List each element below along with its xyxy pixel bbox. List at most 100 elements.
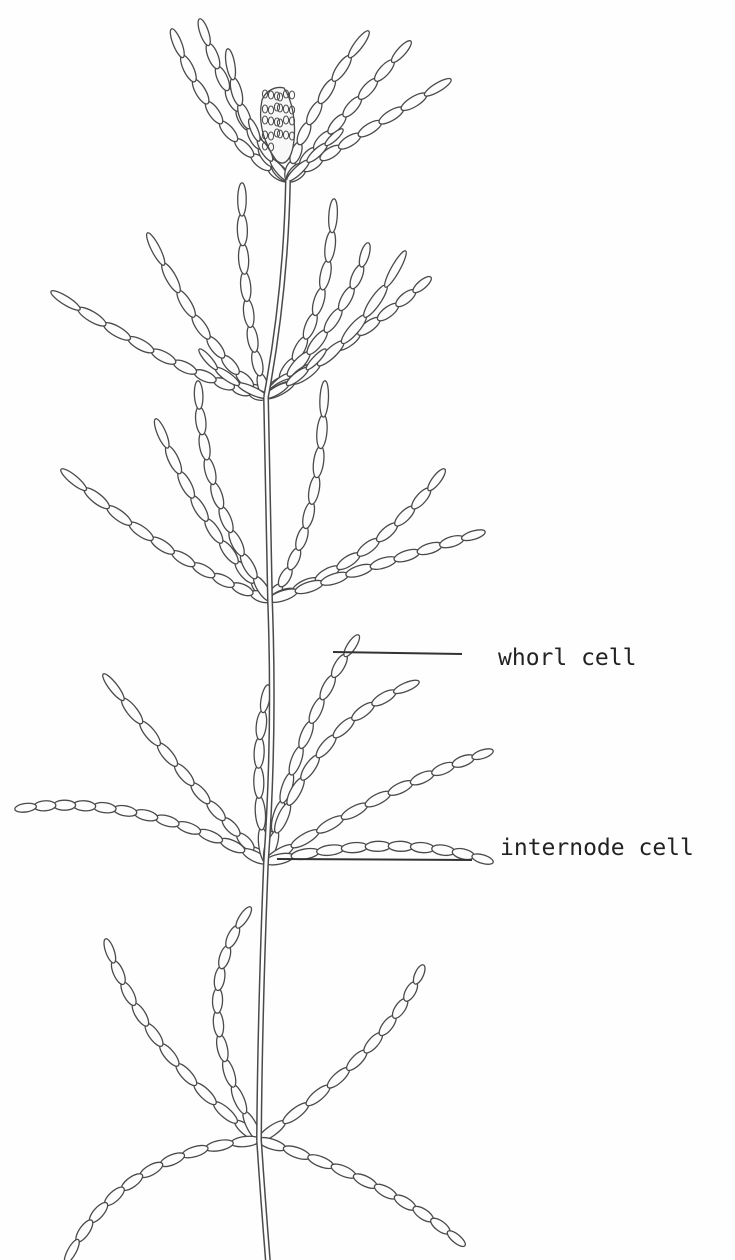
branchlet-cell (238, 183, 247, 216)
branchlet-cell (237, 214, 248, 246)
branchlet-cell (213, 966, 227, 992)
branchlet-cell (382, 249, 410, 289)
branchlet-cell (460, 528, 486, 543)
branchlet-cell (208, 481, 226, 511)
branchlet-cell (389, 38, 414, 65)
branchlet-cell (168, 27, 187, 59)
branchlet-cell (312, 446, 326, 479)
branchlet-cell (310, 286, 328, 317)
branchlet-cell (162, 444, 184, 476)
whorl-branchlet (267, 466, 448, 605)
branchlet-cell (328, 199, 339, 233)
whorl-branchlet (265, 381, 329, 604)
branchlet-cell (323, 230, 337, 263)
internode-2 (266, 397, 270, 600)
branchlet-cell (296, 719, 316, 750)
branchlet-cell (438, 533, 465, 550)
branchlet-cell (307, 474, 322, 505)
branchlet-cell (144, 231, 168, 267)
branchlet-cell (202, 456, 219, 485)
branchlet-cell (220, 1058, 239, 1089)
branchlet-cell (34, 800, 57, 811)
internode-5 (259, 1140, 268, 1260)
branchlet-cell (300, 501, 316, 530)
branchlet-cell (194, 406, 207, 435)
branchlet-cell (254, 796, 267, 831)
branchlet-cell (194, 381, 204, 410)
branchlet-cell (255, 710, 268, 741)
branchlet-cell (388, 841, 413, 852)
branchlet-cell (346, 29, 373, 61)
branchlet-cell (315, 414, 328, 449)
branchlet-cell (133, 808, 159, 823)
branchlet-cell (175, 819, 202, 837)
leader-lines (277, 652, 472, 860)
internode-4 (259, 862, 266, 1140)
whorl-branchlet (102, 937, 263, 1144)
branchlet-cell (14, 802, 37, 813)
whorl-branchlet (256, 1135, 467, 1249)
internode-cell-label: internode cell (500, 835, 694, 861)
whorl-branchlet (58, 466, 272, 605)
branchlet-cell (197, 431, 212, 460)
branchlet-cell (49, 288, 83, 313)
internode-3 (266, 600, 272, 862)
branchlet-cell (214, 1033, 230, 1062)
branchlet-cell (196, 17, 213, 46)
branchlet-cell (93, 801, 117, 814)
branchlet-cell (53, 800, 75, 810)
branchlet-cell (293, 525, 310, 552)
branchlet-cell (341, 842, 368, 854)
branchlet-cell (411, 274, 434, 295)
branchlet-cell (416, 540, 444, 557)
branchlet-cell (250, 349, 265, 377)
branchlet-cell (212, 1010, 225, 1037)
branchlet-cell (113, 804, 138, 818)
branchlet-cell (471, 852, 495, 867)
whorl-branchlet (100, 671, 270, 866)
branchlet-cell (471, 747, 495, 762)
branchlet-cell (102, 937, 118, 964)
whorl-branchlet (261, 678, 421, 865)
branchlet-cell (253, 737, 264, 768)
branchlet-cell (341, 633, 362, 659)
branchlet-cell (238, 243, 250, 274)
branchlet-cell (411, 963, 427, 986)
branchlet-cell (347, 263, 366, 291)
branchlet-cell (100, 671, 127, 702)
branchlet-cell (62, 1238, 82, 1260)
branchlet-cell (317, 259, 333, 291)
branchlet-cell (410, 842, 435, 854)
branchlet-cell (357, 242, 372, 268)
branchlet-cell (316, 843, 344, 856)
branchlet-cell (158, 261, 183, 295)
whorl-branchlet (62, 1135, 261, 1260)
branchlet-cell (205, 1138, 235, 1153)
branchlet-cell (242, 298, 256, 328)
branchlet-cell (203, 41, 222, 70)
branchlet-cell (369, 554, 398, 572)
branchlet-cell (178, 53, 200, 84)
branchlet-cell (393, 547, 421, 565)
internode-cell-leader-line (277, 859, 472, 860)
branchlet-cell (319, 381, 329, 418)
branchlet-cell (253, 766, 264, 799)
whorl-cell-label: whorl cell (498, 645, 636, 671)
branchlet-cell (233, 905, 254, 931)
branchlet-cell (181, 1143, 210, 1160)
branchlet-cell (154, 813, 180, 830)
branchlet-cell (245, 324, 260, 353)
branchlet-cell (73, 800, 96, 811)
branchlet-cell (422, 76, 453, 99)
branchlet-cell (212, 988, 223, 1013)
branchlet-cell (431, 843, 455, 856)
branchlet-cell (365, 841, 391, 852)
branchlet-cell (445, 1228, 468, 1249)
branchlet-cell (392, 678, 421, 696)
branchlet-cell (282, 1143, 312, 1162)
branchlet-cell (239, 271, 252, 302)
branchlet-cell (58, 466, 89, 493)
whorl-cell-leader-line (333, 652, 462, 654)
branchlet-cell (152, 417, 172, 449)
